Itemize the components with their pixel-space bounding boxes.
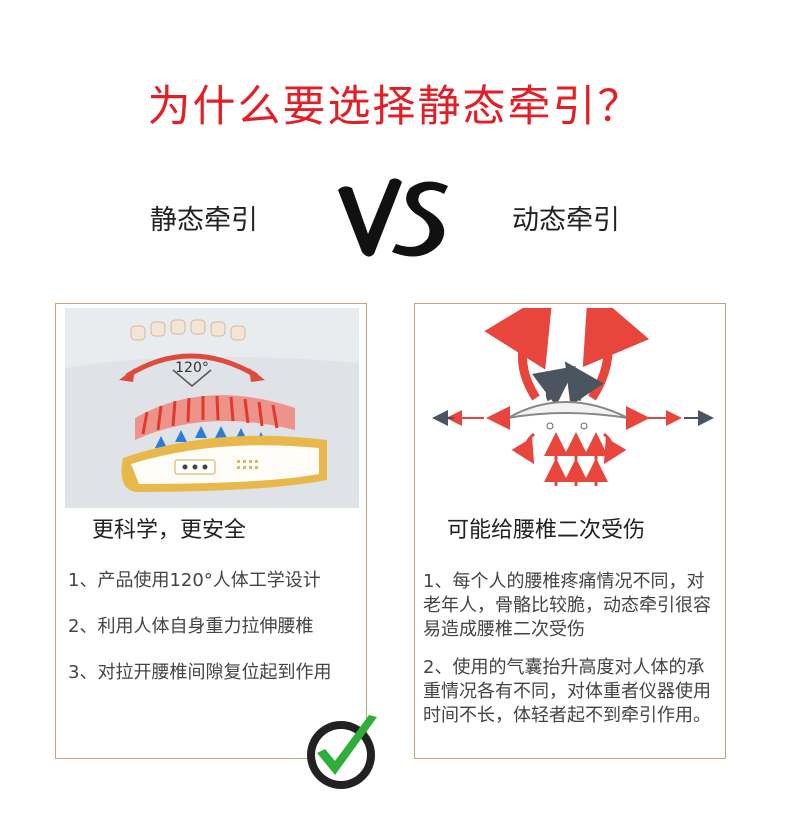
angle-label: 120° <box>175 360 209 376</box>
static-point-3: 3、对拉开腰椎间隙复位起到作用 <box>68 662 332 683</box>
static-point-2: 2、利用人体自身重力拉伸腰椎 <box>68 616 314 637</box>
page-title: 为什么要选择静态牵引？ <box>147 82 643 132</box>
static-traction-panel: 120° 更科学，更安全 1、产品使用120°人体工学设计 2、利用人体自身重力… <box>55 303 367 759</box>
checkmark-icon <box>307 715 377 789</box>
vs-graphic <box>338 178 448 257</box>
spine-device-illustration: 120° <box>65 308 359 508</box>
static-traction-label: 静态牵引 <box>150 205 258 236</box>
static-point-1: 1、产品使用120°人体工学设计 <box>68 570 321 591</box>
dynamic-traction-label: 动态牵引 <box>512 205 620 236</box>
dynamic-traction-panel: 可能给腰椎二次受伤 1、每个人的腰椎疼痛情况不同，对老年人，骨骼比较脆，动态牵引… <box>414 303 726 759</box>
dynamic-point-1: 1、每个人的腰椎疼痛情况不同，对老年人，骨骼比较脆，动态牵引很容易造成腰椎二次受… <box>423 571 711 640</box>
dynamic-point-2: 2、使用的气囊抬升高度对人体的承重情况各有不同，对体重者仪器使用时间不长，体轻者… <box>423 657 711 726</box>
airbag-arrows-illustration <box>432 308 714 486</box>
dynamic-heading: 可能给腰椎二次受伤 <box>447 518 646 543</box>
static-heading: 更科学，更安全 <box>92 518 247 543</box>
